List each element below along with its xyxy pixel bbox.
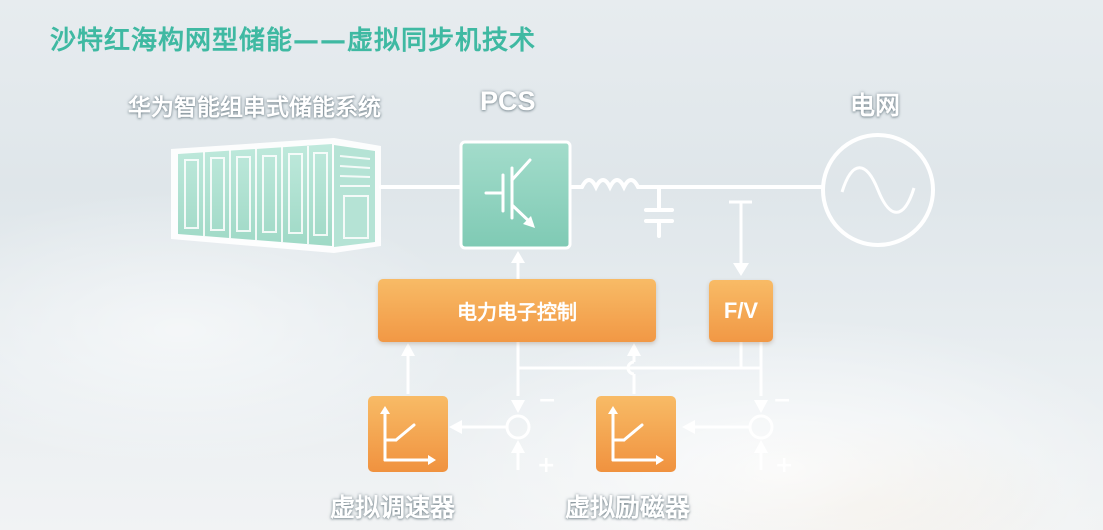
virtual-exciter-label: 虚拟励磁器 xyxy=(565,493,691,522)
governor-plus-sign: + xyxy=(537,453,555,478)
storage-system-label: 华为智能组串式储能系统 xyxy=(128,95,381,121)
governor-summing-junction xyxy=(505,414,531,440)
igbt-transistor-icon xyxy=(484,158,534,226)
inductor-coil xyxy=(580,178,640,192)
fv-block: F/V xyxy=(709,280,773,342)
virtual-exciter-block xyxy=(596,396,676,472)
power-electronics-control-block: 电力电子控制 xyxy=(378,279,656,342)
exciter-minus-sign: − xyxy=(773,388,791,413)
exciter-summing-junction xyxy=(748,414,774,440)
ac-sine-wave-icon xyxy=(821,133,935,247)
transfer-function-icon xyxy=(383,408,434,462)
page-title: 沙特红海构网型储能——虚拟同步机技术 xyxy=(50,26,537,56)
exciter-plus-sign: + xyxy=(775,453,793,478)
pcs-label: PCS xyxy=(480,86,536,116)
storage-cabinet-icon xyxy=(171,138,381,253)
virtual-governor-label: 虚拟调速器 xyxy=(330,493,456,522)
virtual-governor-block xyxy=(368,396,448,472)
grid-label: 电网 xyxy=(850,91,901,120)
governor-minus-sign: − xyxy=(538,388,556,413)
transfer-function-icon xyxy=(611,408,662,462)
pcs-block xyxy=(459,140,572,250)
